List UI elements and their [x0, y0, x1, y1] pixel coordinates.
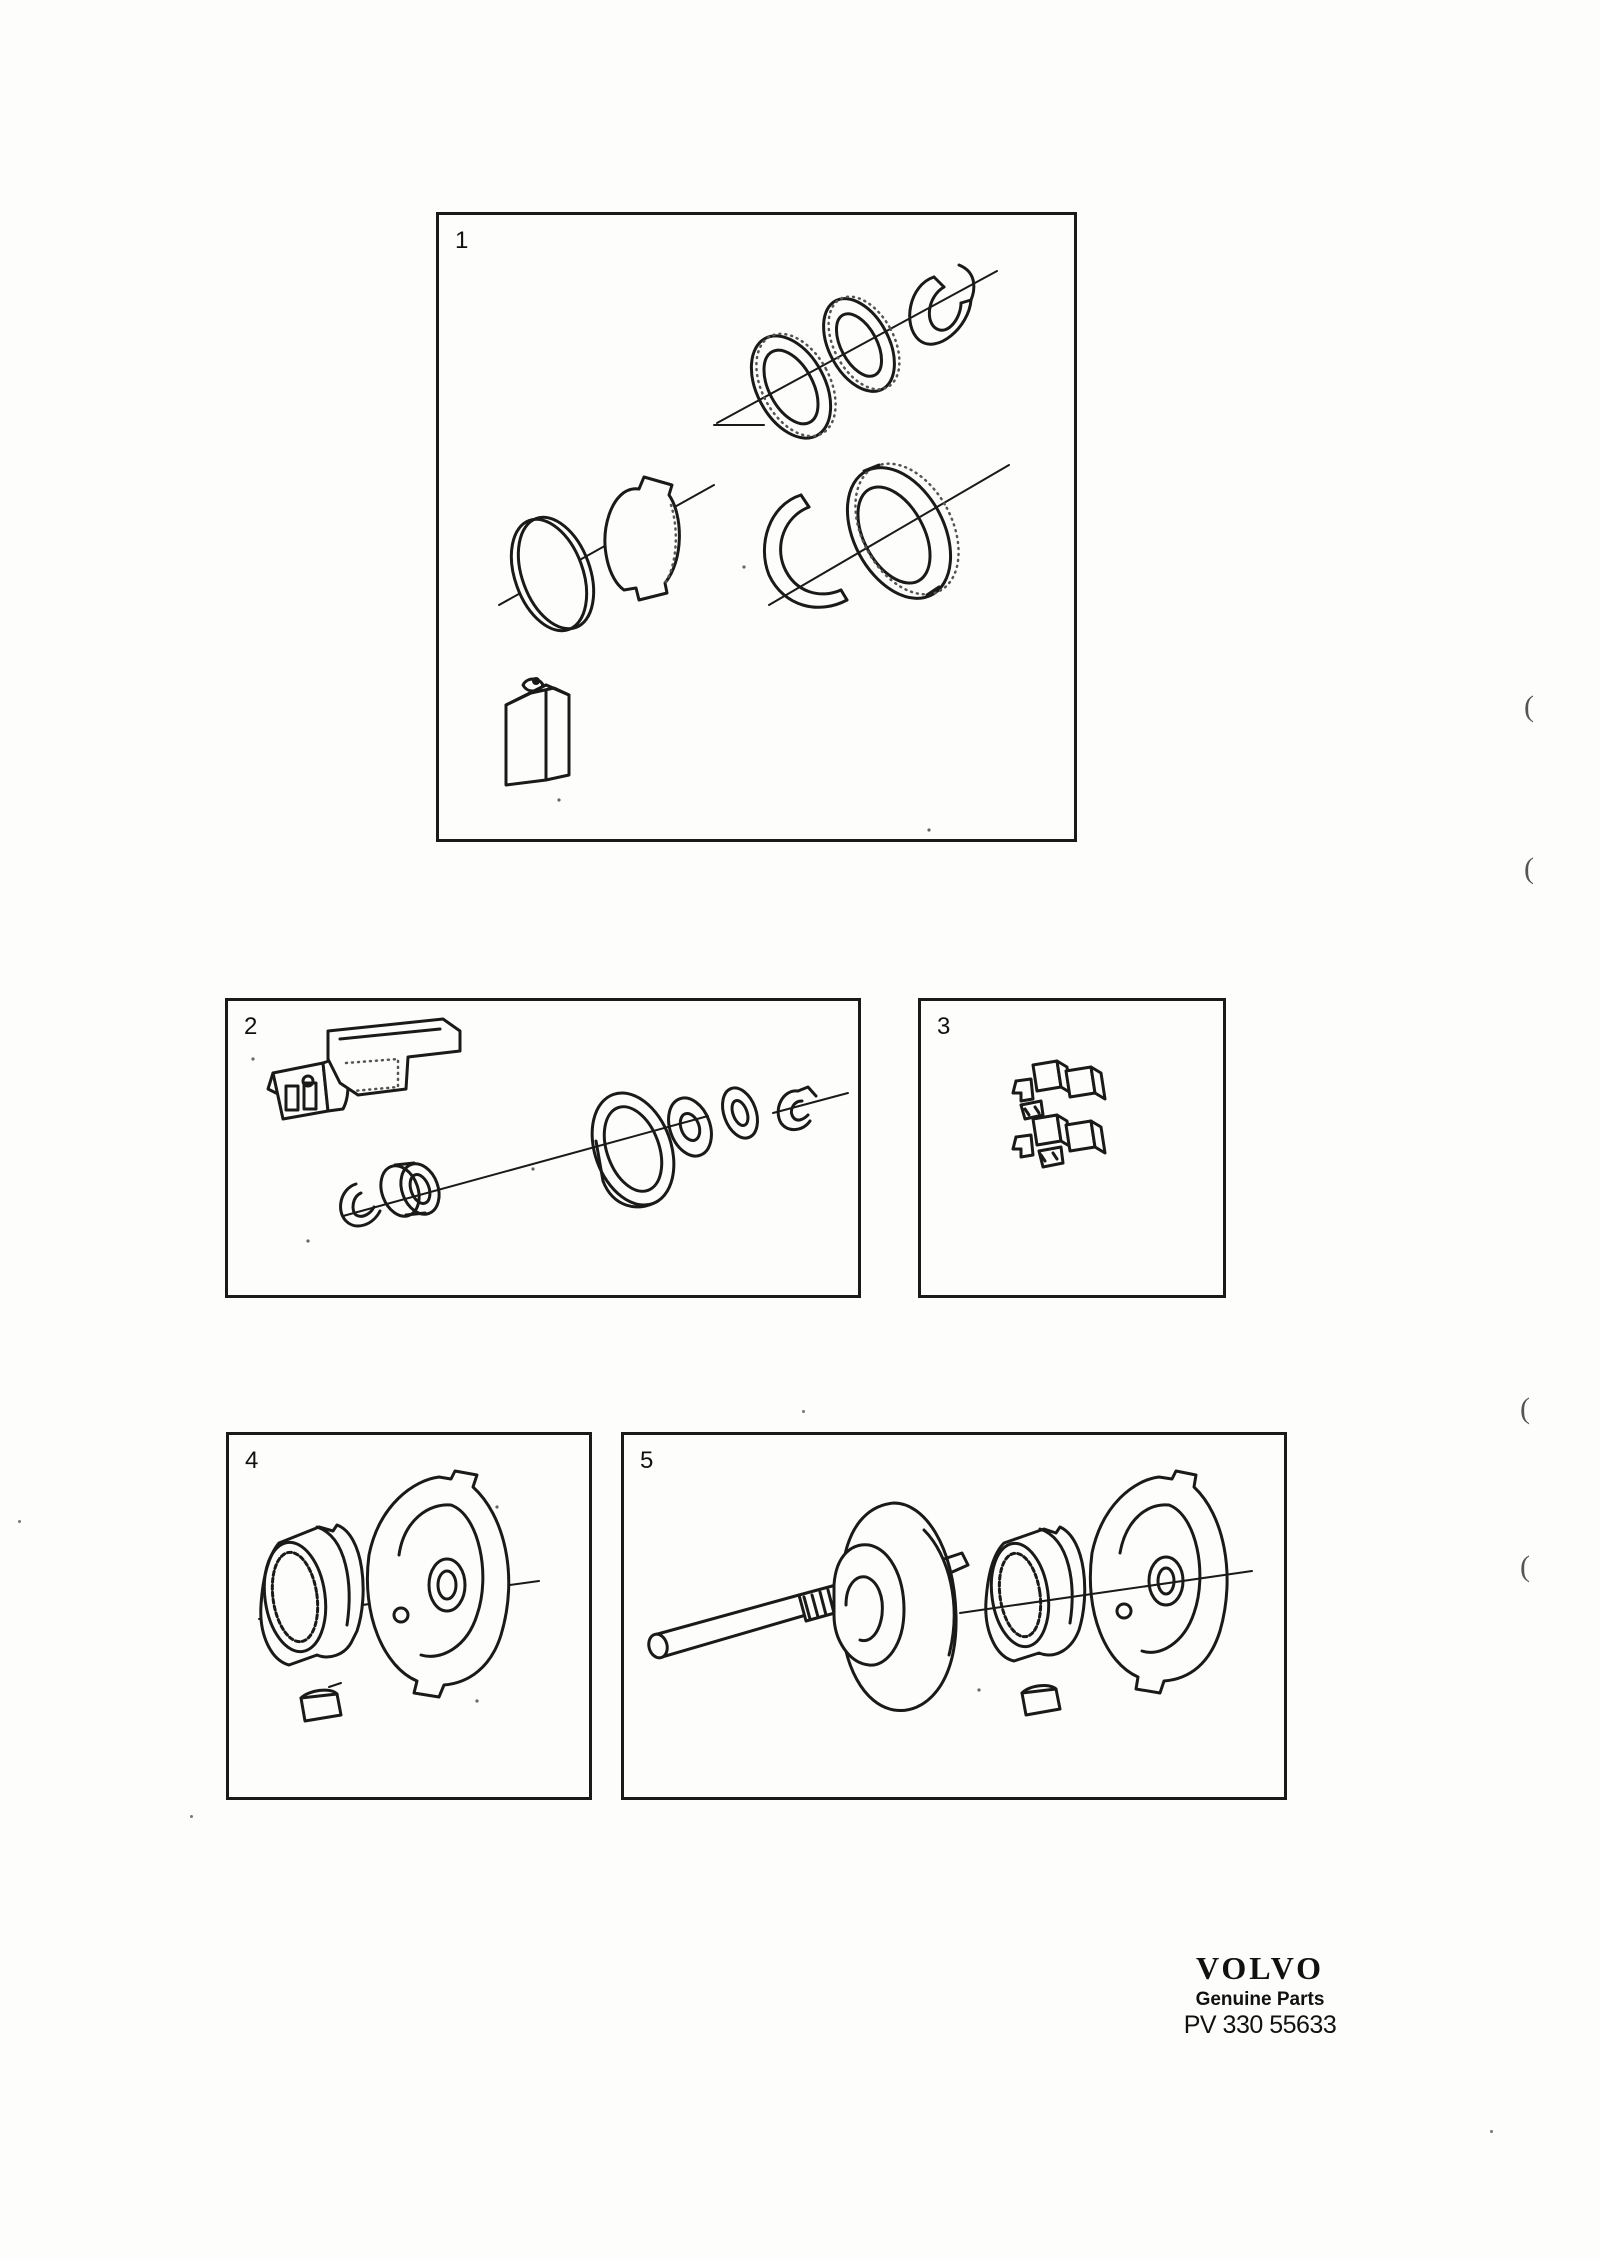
diagram-panel-4: 4	[226, 1432, 592, 1800]
scan-speck	[1490, 2130, 1493, 2133]
carbon-brush	[504, 677, 571, 787]
volvo-parts-label: VOLVO Genuine Parts PV 330 55633	[1160, 1950, 1360, 2040]
margin-mark: (	[1520, 1550, 1530, 1583]
margin-mark: (	[1520, 1392, 1530, 1425]
volvo-logo: VOLVO	[1195, 1950, 1325, 1986]
panel-2-illustration	[251, 1017, 849, 1243]
diagram-panel-3: 3	[918, 998, 1226, 1298]
scan-speck	[802, 1410, 805, 1413]
bearing-plate	[603, 475, 681, 602]
solenoid-plunger-contact	[266, 1055, 350, 1121]
diagram-panel-5: 5	[621, 1432, 1287, 1800]
washer-small-1	[667, 1096, 713, 1158]
drive-shaft	[647, 1583, 844, 1660]
washer-small-2	[721, 1086, 759, 1140]
panel-1-illustration	[498, 263, 1010, 832]
scan-speck	[190, 1815, 193, 1818]
panel-number-5: 5	[640, 1447, 654, 1474]
diagram-panel-1: 1	[436, 212, 1077, 842]
panel-3-illustration	[1011, 1059, 1107, 1169]
brush-set	[1011, 1059, 1107, 1169]
ring-gear	[259, 1523, 365, 1667]
carrier-plate-2	[1088, 1469, 1229, 1695]
panel-number-1: 1	[455, 227, 469, 254]
margin-mark: (	[1524, 690, 1534, 723]
end-cap	[509, 515, 596, 633]
panel-5-illustration	[647, 1469, 1253, 1717]
clip-ring-1	[908, 263, 976, 346]
washer-2	[822, 295, 901, 393]
margin-mark: (	[1524, 852, 1534, 885]
large-thrust-washer	[845, 462, 960, 600]
scan-speck	[18, 1520, 21, 1523]
ring-gear-2	[984, 1525, 1087, 1663]
panel-number-2: 2	[244, 1013, 258, 1040]
panel-4-illustration	[258, 1469, 540, 1723]
lock-ring-small	[339, 1182, 382, 1228]
stop-collar	[379, 1161, 441, 1218]
clip-ring-2	[776, 1085, 818, 1131]
panel-number-4: 4	[245, 1447, 259, 1474]
bearing-housing-disc	[832, 1501, 970, 1713]
shift-block-2	[1020, 1684, 1062, 1717]
genuine-parts-tagline: Genuine Parts	[1195, 1989, 1325, 2010]
brush-spring-holder	[326, 1017, 462, 1097]
part-number: PV 330 55633	[1183, 2011, 1337, 2039]
washer-1	[749, 332, 837, 440]
panel-number-3: 3	[937, 1013, 951, 1040]
diagram-panel-2: 2	[225, 998, 861, 1298]
retaining-ring-c	[762, 493, 849, 609]
planet-carrier-plate	[365, 1469, 511, 1699]
large-washer-2	[590, 1091, 676, 1209]
shift-block	[299, 1688, 343, 1723]
